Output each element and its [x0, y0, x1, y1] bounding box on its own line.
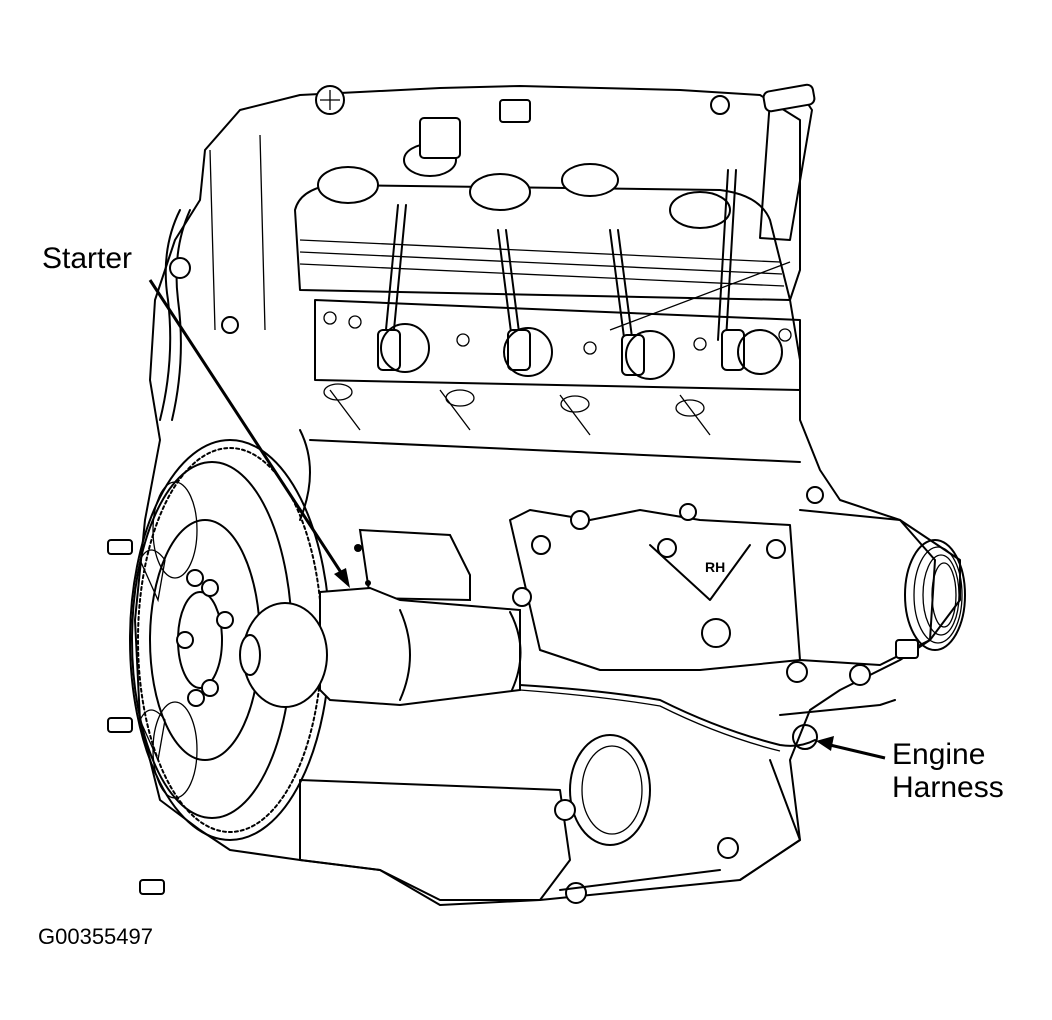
harness-leader-line: [816, 736, 886, 760]
engine-harness-label-line2: Harness: [892, 771, 1004, 804]
front-bracket: RH: [509, 486, 871, 686]
accessory-pulley: [799, 509, 966, 666]
starter-label: Starter: [42, 242, 133, 275]
rh-mark: RH: [705, 559, 725, 575]
starter-motor: [239, 528, 522, 708]
engine-harness: [519, 684, 896, 752]
engine-harness-label: Engine Harness: [892, 738, 1004, 804]
exhaust-manifold: [309, 261, 801, 463]
oil-pan: [299, 734, 801, 906]
left-hoses: [159, 209, 311, 521]
engine-harness-label-line1: Engine: [892, 738, 986, 771]
figure-id: G00355497: [38, 924, 153, 949]
valve-cover: [294, 83, 816, 301]
starter-leader-line: [148, 279, 350, 588]
engine-block: [134, 85, 961, 901]
